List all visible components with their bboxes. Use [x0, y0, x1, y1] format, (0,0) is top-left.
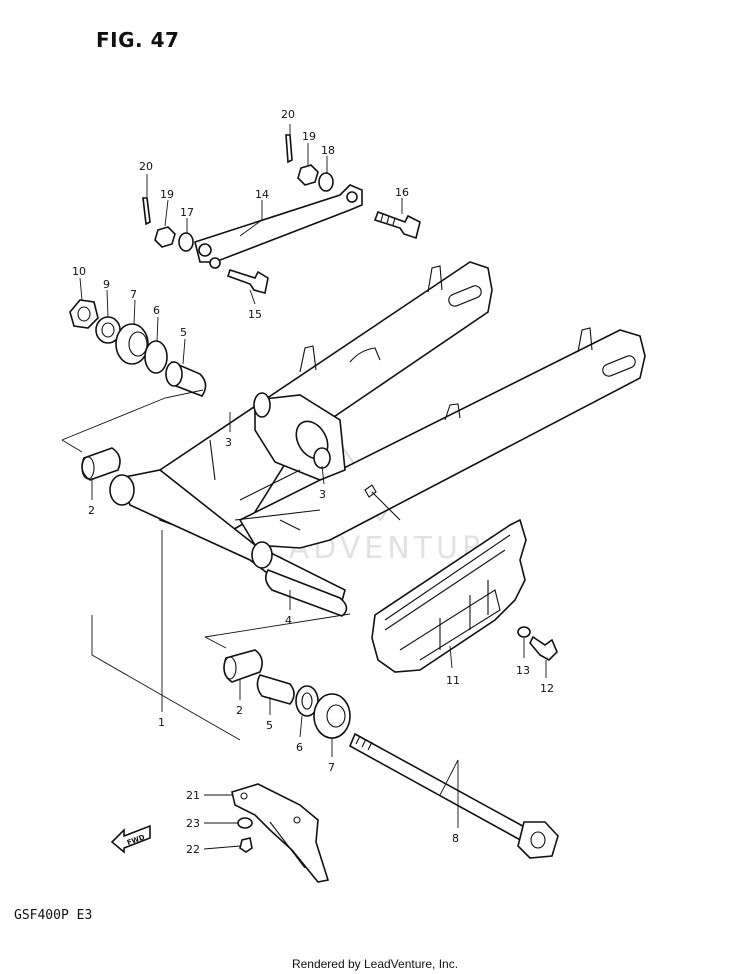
callout-3-right: 3: [319, 488, 326, 501]
callout-22: 22: [186, 843, 200, 856]
callout-6-upper: 6: [153, 304, 160, 317]
callout-2-lower: 2: [236, 704, 243, 717]
callout-11: 11: [446, 674, 460, 687]
pivot-shaft-8: [348, 732, 559, 859]
callout-7-upper: 7: [130, 288, 137, 301]
callout-19-lower: 19: [160, 188, 174, 201]
bolt-16: [373, 210, 421, 240]
callout-7-lower: 7: [328, 761, 335, 774]
left-pivot-stack: [256, 674, 351, 739]
figure-title: FIG. 47: [96, 28, 180, 52]
callout-12: 12: [540, 682, 554, 695]
leader-lines: [79, 124, 547, 850]
callout-6-lower: 6: [296, 741, 303, 754]
callout-9: 9: [103, 278, 110, 291]
footer-credit: Rendered by LeadVenture, Inc.: [291, 957, 459, 971]
swingarm: [109, 261, 646, 609]
callout-15: 15: [248, 308, 262, 321]
callout-14: 14: [255, 188, 269, 201]
model-code: GSF400P E3: [14, 908, 93, 923]
callout-1: 1: [158, 716, 165, 729]
guard-hardware: [237, 817, 253, 853]
callout-16: 16: [395, 186, 409, 199]
callouts: 20 19 18 14 16 20 19 17 15 10 9 7 6 5 2 …: [72, 108, 554, 856]
link-hardware: [142, 134, 334, 252]
callout-17: 17: [180, 206, 194, 219]
callout-18: 18: [321, 144, 335, 157]
torque-link: [194, 184, 363, 269]
callout-4: 4: [285, 614, 292, 627]
callout-19-upper: 19: [302, 130, 316, 143]
callout-20-lower: 20: [139, 160, 153, 173]
callout-8: 8: [452, 832, 459, 845]
right-pivot-stack: [69, 299, 207, 397]
callout-5-lower: 5: [266, 719, 273, 732]
callout-2-upper: 2: [88, 504, 95, 517]
bearings: [81, 447, 263, 683]
bolt-12: [517, 626, 558, 661]
assembly-lines: [61, 389, 351, 741]
callout-23: 23: [186, 817, 200, 830]
callout-3-left: 3: [225, 436, 232, 449]
chain-buffer-11: [371, 518, 527, 673]
chain-guard-21: [231, 783, 330, 883]
callout-13: 13: [516, 664, 530, 677]
callout-10: 10: [72, 265, 86, 278]
callout-20-upper: 20: [281, 108, 295, 121]
bolt-15: [226, 268, 269, 294]
fwd-arrow-icon: FWD: [110, 824, 151, 854]
spacer-4: [264, 569, 348, 617]
callout-5-upper: 5: [180, 326, 187, 339]
callout-21: 21: [186, 789, 200, 802]
